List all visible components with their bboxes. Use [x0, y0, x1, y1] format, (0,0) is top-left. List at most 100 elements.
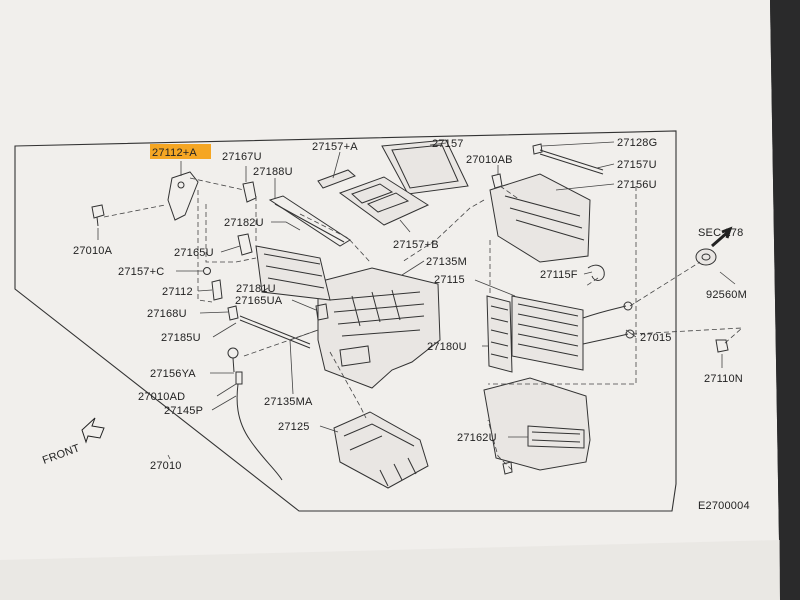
leader-27112	[197, 289, 213, 292]
label-sec278: SEC.278	[698, 227, 743, 239]
leader-27181U	[261, 287, 269, 293]
upper-case-27156U-ribs	[504, 195, 585, 241]
dash-case-tray	[329, 351, 367, 419]
leader-27185U	[212, 322, 237, 338]
dash-screw-lowercase	[487, 419, 513, 471]
label-27015: 27015	[640, 332, 672, 344]
diagram-code: E2700004	[698, 500, 750, 512]
plate-27181U-part	[255, 245, 331, 301]
leader-27157	[429, 142, 447, 146]
diagram-frame	[14, 130, 677, 512]
heater-core-27115-part	[511, 295, 584, 371]
nut-27110N-part	[715, 339, 729, 353]
front-arrow-icon	[81, 417, 105, 444]
dash-clip-core	[585, 277, 599, 287]
rod-end-27128G-part	[532, 143, 543, 155]
label-27145P: 27145P	[164, 405, 203, 417]
grommet-92560M-hole	[701, 253, 711, 261]
rod-27128G-edge	[539, 153, 604, 175]
page-edge-shadow	[770, 0, 800, 600]
rod-27128G-part	[539, 149, 604, 171]
leader-27156U	[555, 183, 615, 191]
label-27157U: 27157U	[617, 159, 657, 171]
lower-case-27162U-part	[483, 377, 591, 471]
label-27157: 27157	[432, 138, 464, 150]
cable-27145P-part	[236, 383, 283, 481]
label-27128G: 27128G	[617, 137, 657, 149]
paper-lower-shade	[0, 540, 780, 600]
leader-27157A	[332, 151, 341, 179]
door-lever-pivot	[177, 181, 185, 189]
label-27112: 27112	[162, 286, 193, 298]
label-27157C: 27157+C	[118, 266, 164, 278]
label-27167U: 27167U	[222, 151, 262, 163]
door-lever-part	[167, 171, 199, 221]
label-27157B: 27157+B	[393, 239, 439, 251]
filter-27180U-part	[486, 295, 513, 373]
link-27168U-part	[227, 305, 239, 321]
clip-27010AD-part	[235, 371, 243, 385]
tray-27125-legs	[379, 457, 417, 487]
dash-lever-plate	[205, 204, 257, 263]
dash-seal-case	[299, 213, 371, 263]
dash-port-grommet	[629, 261, 701, 307]
plate-27181U-lines	[263, 253, 325, 289]
dash-port-nut	[631, 327, 744, 345]
highlight-marker	[150, 144, 211, 159]
label-27010AD: 27010AD	[138, 391, 185, 403]
label-27157A: 27157+A	[312, 141, 358, 153]
label-27135M: 27135M	[426, 256, 467, 268]
leader-27115F	[583, 271, 593, 275]
label-92560M: 92560M	[706, 289, 747, 301]
grommet-92560M-part	[695, 248, 717, 266]
leader-27168U	[199, 311, 229, 314]
connector-27156YA-stem	[232, 357, 235, 373]
label-27135MA: 27135MA	[264, 396, 313, 408]
lower-case-27162U-inner	[527, 425, 585, 449]
label-27165UA: 27165UA	[235, 295, 283, 307]
link-27165UA-part	[315, 303, 329, 321]
leader-27010	[167, 454, 171, 460]
filter-27157B-part	[338, 176, 430, 226]
label-27165U: 27165U	[174, 247, 214, 259]
dash-bracket-right	[488, 186, 637, 385]
clip-27157C-part	[203, 267, 211, 275]
label-27156YA: 27156YA	[150, 368, 196, 380]
label-27010: 27010	[150, 460, 182, 472]
leader-27145P	[211, 395, 237, 411]
filter-frame-27157-inner	[391, 144, 459, 189]
leader-27157U	[596, 163, 615, 169]
lower-case-27162U-ribs	[531, 431, 581, 443]
label-27156U: 27156U	[617, 179, 657, 191]
leader-27010AD	[216, 383, 237, 397]
screw-27162U-part	[502, 461, 513, 475]
dash-lever-link	[189, 177, 245, 191]
upper-case-27156U-part	[489, 173, 591, 263]
heater-core-27115-fins	[517, 303, 579, 357]
dash-connector-case	[243, 329, 319, 357]
leader-27115	[474, 279, 516, 297]
seal-27188U-edge	[274, 203, 345, 243]
label-27182U: 27182U	[224, 217, 264, 229]
label-27180U: 27180U	[427, 341, 467, 353]
dash-lever-down	[197, 190, 213, 303]
label-27115F: 27115F	[540, 269, 578, 281]
filter-clip-27157A-part	[317, 169, 356, 189]
label-27010A: 27010A	[73, 245, 113, 257]
label-27110N: 27110N	[704, 373, 743, 385]
filter-27157B-cells	[351, 183, 410, 213]
label-27112A: 27112+A	[152, 147, 197, 159]
label-27168U: 27168U	[147, 308, 187, 320]
leader-27157B	[399, 219, 411, 233]
filter-27180U-lines	[490, 305, 509, 359]
lever-27165U-part	[237, 233, 253, 256]
label-27125: 27125	[278, 421, 310, 433]
dash-filter-case	[401, 199, 485, 263]
sec278-arrow-icon	[711, 226, 733, 248]
leader-92560M	[719, 271, 736, 285]
label-27115: 27115	[434, 274, 465, 286]
leader-27165UA	[291, 299, 317, 311]
leader-27128G	[541, 141, 615, 147]
